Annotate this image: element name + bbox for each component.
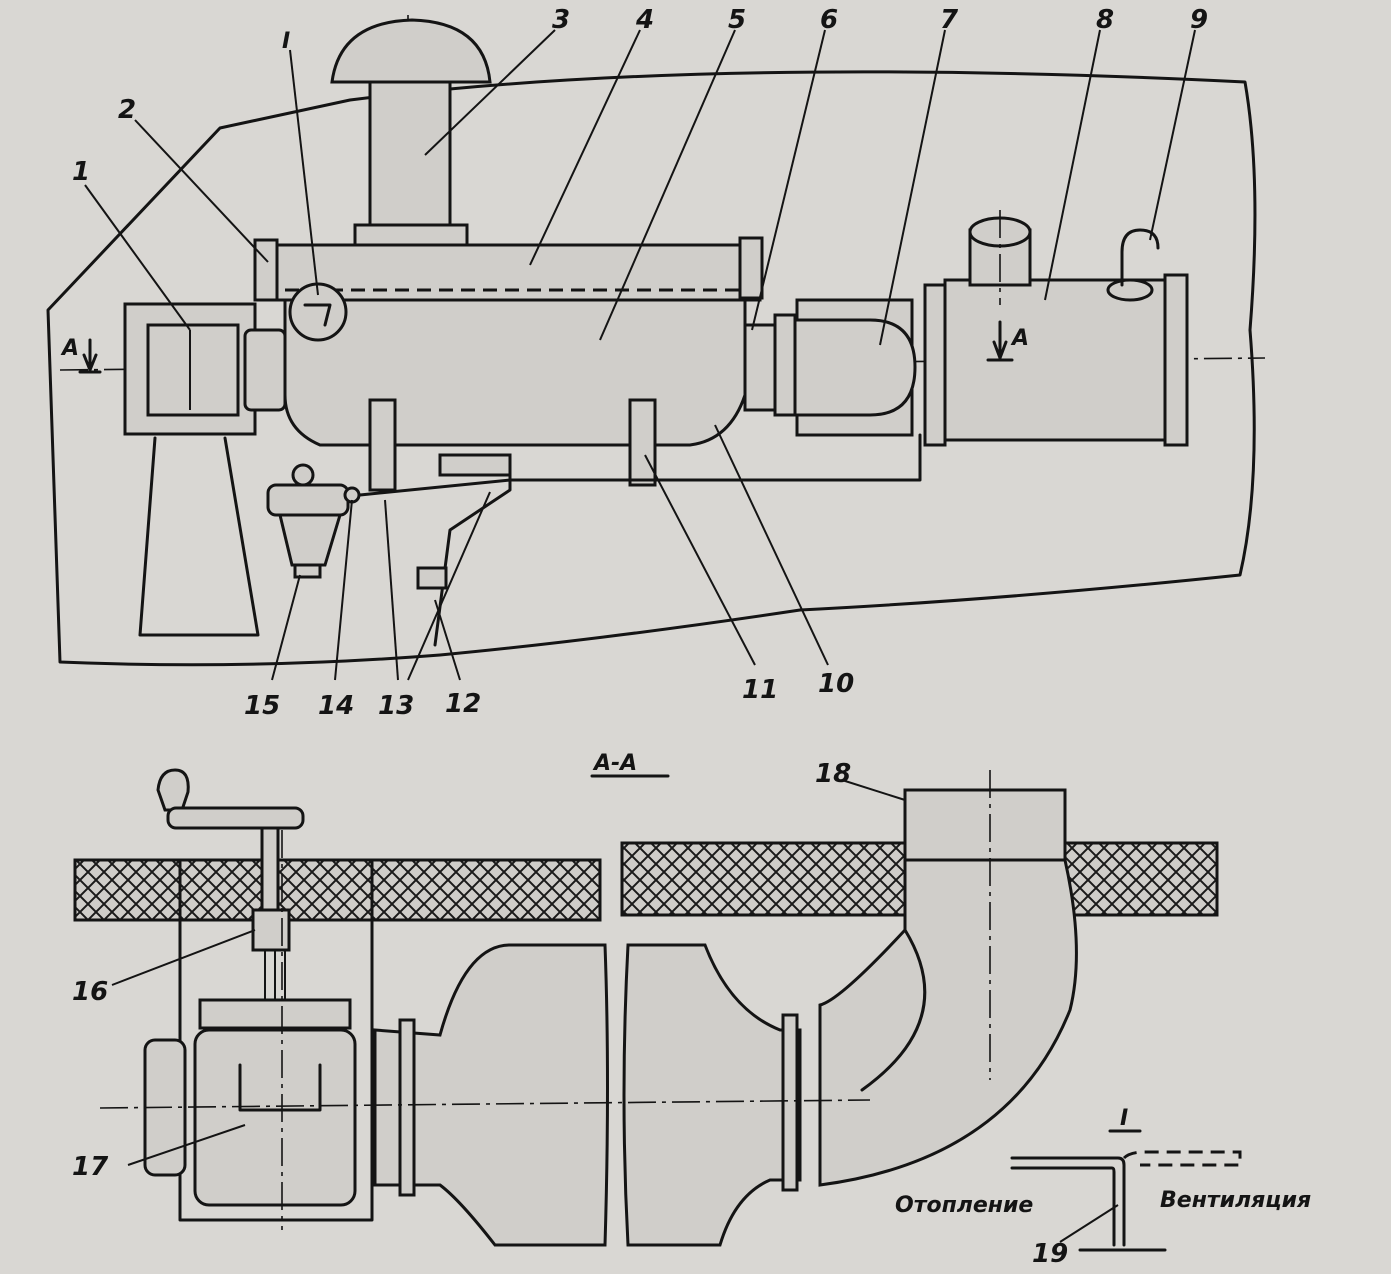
- label-ventilation: Вентиляция: [1160, 1188, 1311, 1213]
- pipe-bracket: [438, 453, 512, 477]
- part-15-filter: [266, 463, 361, 579]
- pipe-line: [358, 433, 922, 497]
- callout-5: 5: [728, 5, 746, 35]
- detail-ref-mark: I: [282, 29, 290, 54]
- section-mark-a-left: A: [60, 336, 102, 374]
- section-title: A-A: [592, 751, 637, 776]
- callout-13: 13: [378, 691, 414, 721]
- support-leg-13: [368, 398, 397, 492]
- callout-4: 4: [635, 5, 654, 35]
- callout-7: 7: [940, 5, 959, 35]
- duct-left: [373, 943, 609, 1247]
- duct-flange-right: [781, 1013, 799, 1192]
- part-3-cap-pipe: [330, 18, 492, 249]
- callout-3: 3: [552, 5, 570, 35]
- callout-14: 14: [318, 691, 354, 721]
- duct-flange-left: [398, 1018, 416, 1197]
- callout-9: 9: [1190, 5, 1208, 35]
- callout-12: 12: [445, 689, 481, 719]
- detail-i-view: I Отопление Вентиляция 19: [895, 1106, 1311, 1269]
- label-heating: Отопление: [895, 1193, 1033, 1218]
- part-9-hook: [1120, 228, 1160, 287]
- roof-panel-left: [73, 858, 602, 922]
- duct-right: [622, 943, 802, 1247]
- detail-title: I: [1120, 1106, 1128, 1131]
- callout-19: 19: [1032, 1239, 1068, 1269]
- callout-15: 15: [244, 691, 280, 721]
- support-leg-11: [628, 398, 657, 487]
- part-4-body: [253, 236, 764, 302]
- callout-18: 18: [815, 759, 851, 789]
- callout-8: 8: [1096, 5, 1114, 35]
- section-letter-left: A: [60, 336, 79, 361]
- part-8-heater: [923, 210, 1189, 447]
- section-letter-right: A: [1010, 326, 1029, 351]
- valve-handle-16: [156, 768, 305, 1060]
- callout-17: 17: [72, 1152, 109, 1182]
- callout-6: 6: [820, 5, 838, 35]
- clamp-12: [416, 566, 448, 590]
- section-a-a-view: A-A: [72, 751, 1219, 1247]
- leader-lines-top: [84, 29, 1196, 681]
- part-7-coupling: [743, 298, 917, 437]
- callout-1: 1: [72, 157, 90, 187]
- top-view: A A 1 2: [46, 5, 1266, 721]
- part-5-cylinder: [283, 282, 747, 447]
- section-mark-a-right: A: [986, 320, 1029, 362]
- valve-box-17: [143, 860, 374, 1222]
- callout-11: 11: [742, 675, 778, 705]
- callout-16: 16: [72, 977, 108, 1007]
- callout-2: 2: [118, 95, 136, 125]
- hull-outline: [46, 70, 1257, 667]
- elbow-18: [818, 788, 1078, 1187]
- part-1-inlet: [123, 302, 287, 637]
- callout-10: 10: [818, 669, 854, 699]
